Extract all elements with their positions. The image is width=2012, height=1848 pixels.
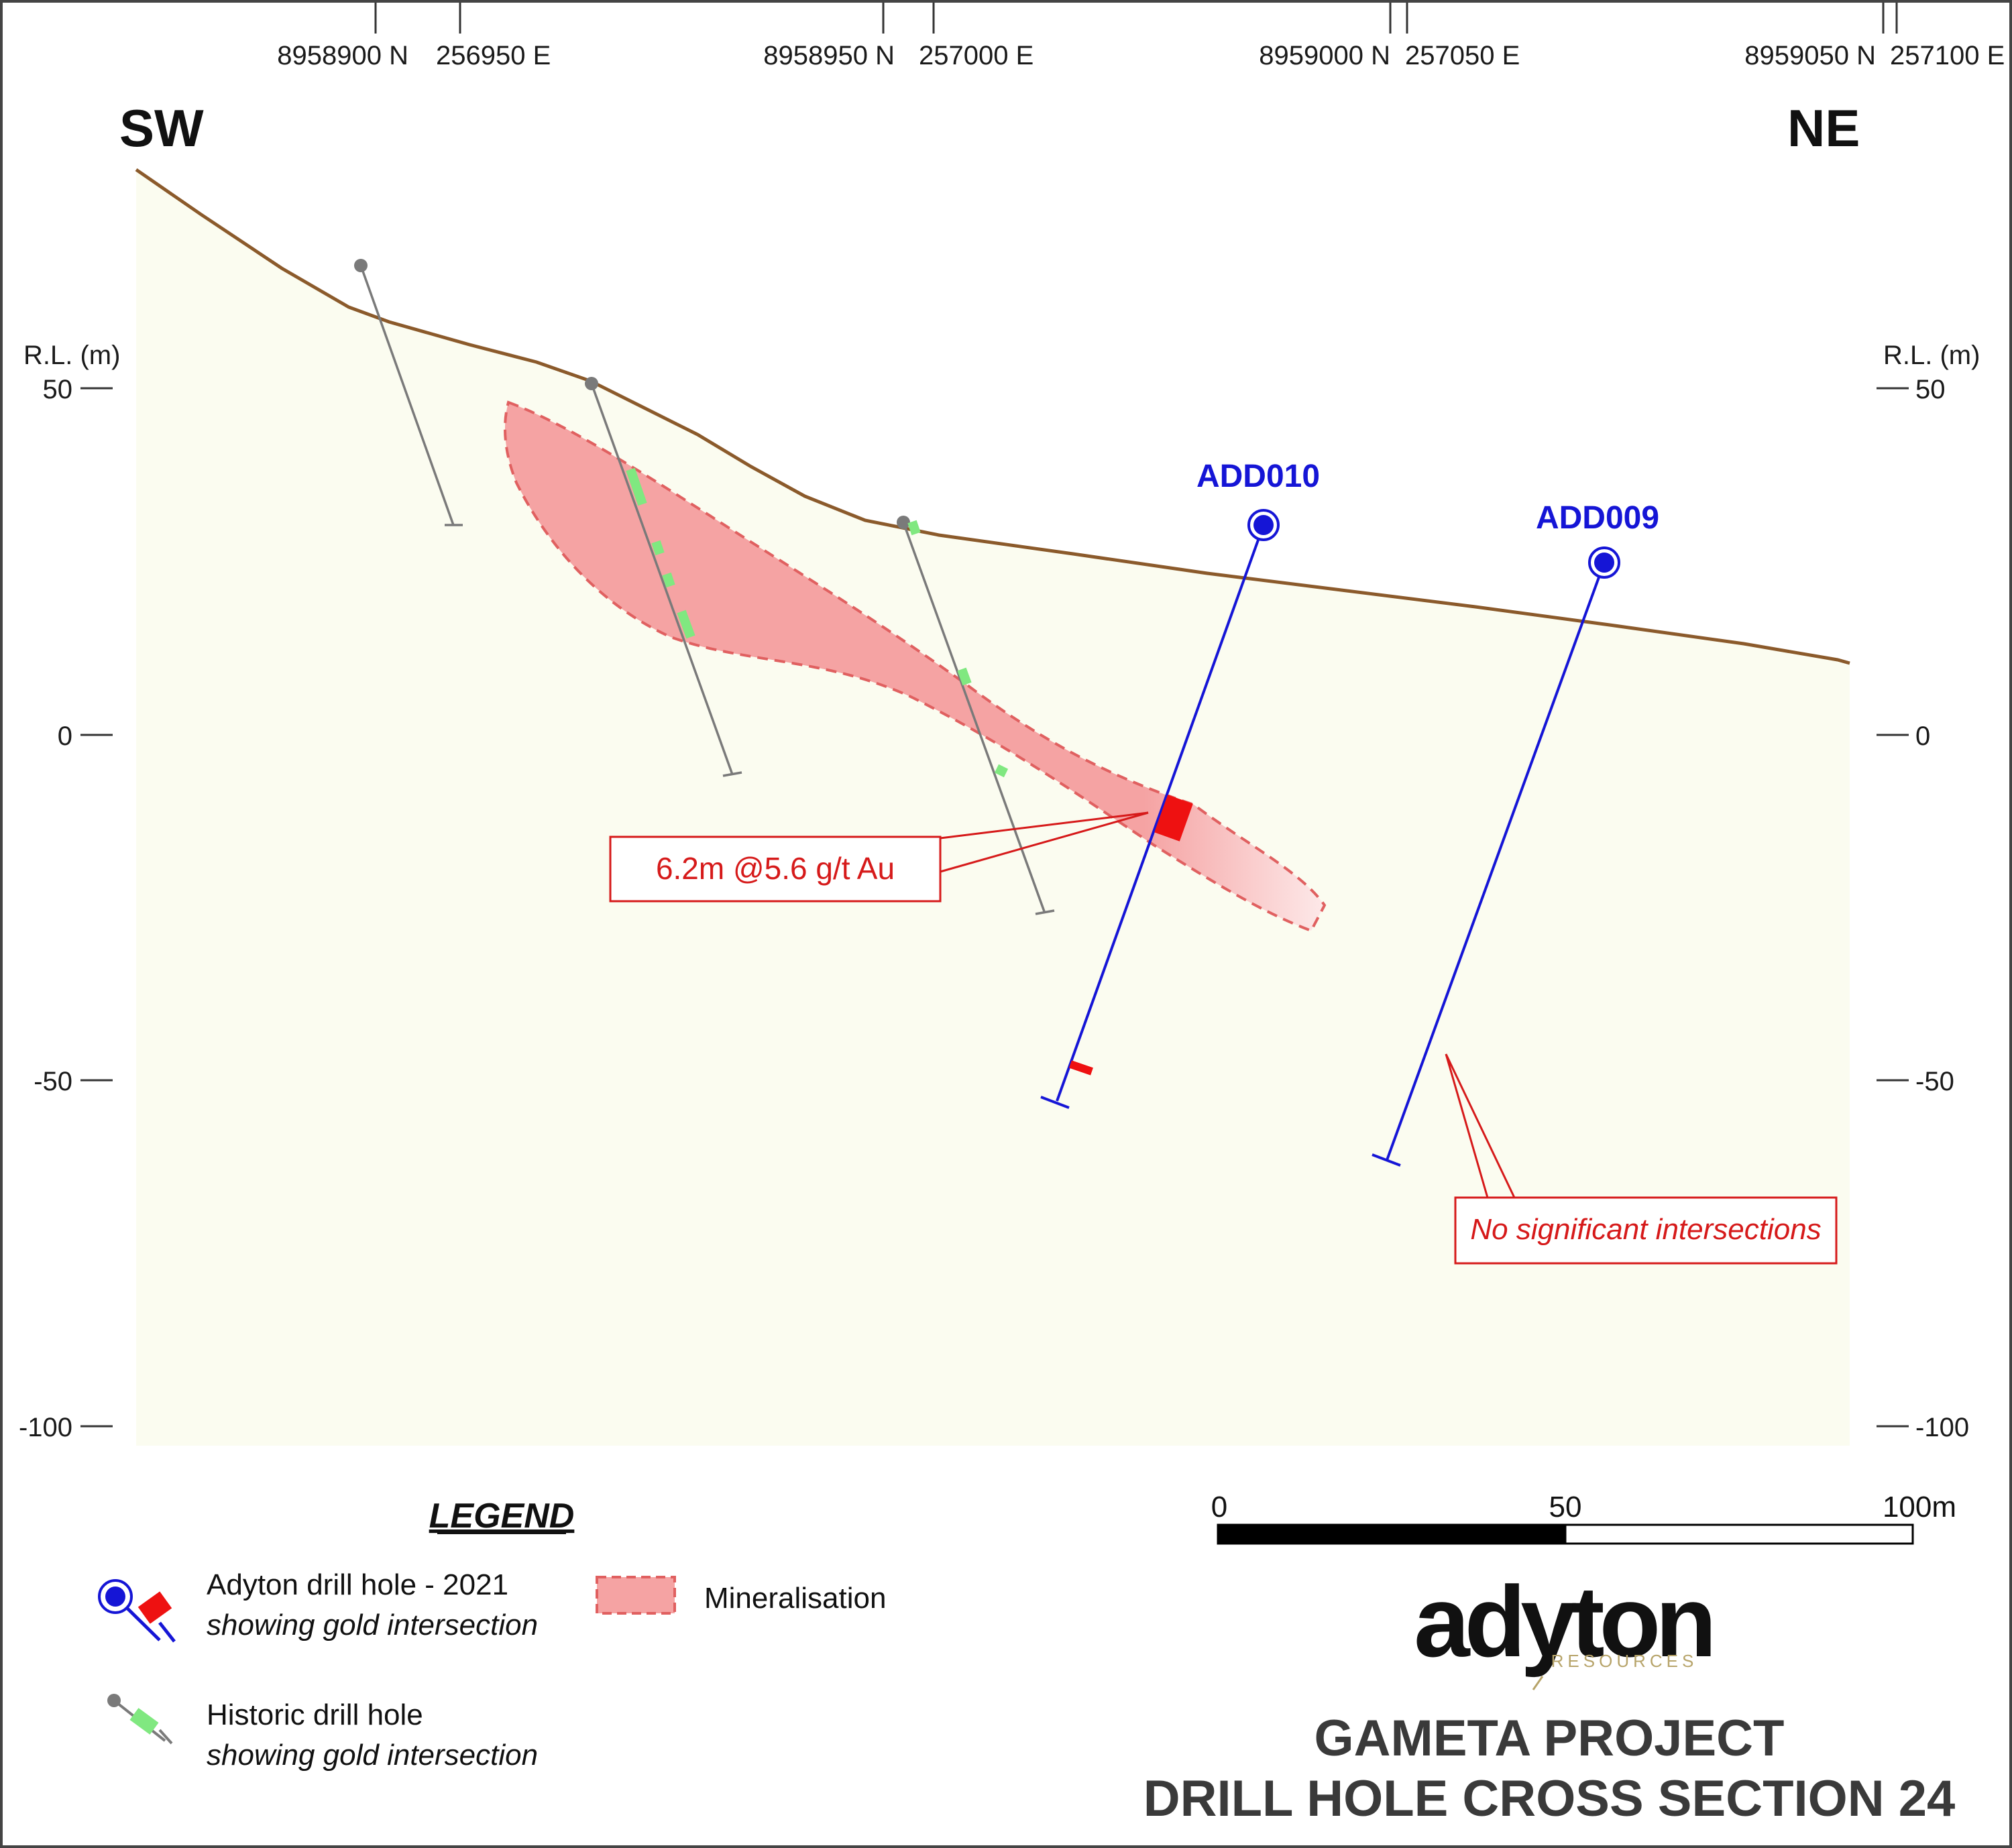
no-intersection-callout-leader — [1445, 1053, 1516, 1198]
legend-mineralisation-swatch — [596, 1576, 676, 1615]
right-axis-title: R.L. (m) — [1883, 341, 1980, 370]
add009-label: ADD009 — [1536, 500, 1659, 536]
coordinate-ticks — [374, 3, 1898, 34]
add010-collar — [1253, 515, 1274, 535]
legend-title: LEGEND — [429, 1497, 575, 1536]
intersection-callout-box — [609, 835, 942, 903]
title-line1: GAMETA PROJECT — [1315, 1710, 1785, 1767]
legend-historic-line1: Historic drill hole — [207, 1698, 423, 1731]
coord-label: 257100 E — [1890, 41, 2005, 70]
rl-right-label: -100 — [1915, 1413, 1969, 1442]
historic-collar — [354, 259, 368, 272]
coord-label: 8958950 N — [763, 41, 895, 70]
mineralisation-zone — [504, 400, 1327, 933]
no-intersection-callout-box — [1454, 1196, 1838, 1265]
legend-historic-line2: showing gold intersection — [207, 1739, 538, 1772]
legend-mineralisation-label: Mineralisation — [704, 1582, 886, 1615]
scale-label-start: 0 — [1211, 1491, 1227, 1523]
title-line2: DRILL HOLE CROSS SECTION 24 — [1143, 1770, 1956, 1827]
logo-subtitle: RESOURCES — [1551, 1651, 1698, 1671]
legend-adyton-symbol — [98, 1579, 176, 1643]
coord-label: 8958900 N — [277, 41, 408, 70]
add010-label: ADD010 — [1196, 459, 1320, 494]
add010-drill-trace — [1056, 524, 1265, 1102]
legend-historic-symbol — [107, 1694, 173, 1745]
add010-minor-intersection — [1069, 1060, 1093, 1076]
rl-left-label: -50 — [34, 1067, 72, 1096]
coord-label: 8959000 N — [1259, 41, 1390, 70]
rl-tick-marks — [80, 387, 1909, 1428]
no-intersection-callout-text: No significant intersections — [1470, 1213, 1821, 1246]
intersection-callout-leader — [940, 811, 1149, 873]
add009-collar — [1594, 553, 1614, 573]
rl-left-label: 50 — [43, 375, 73, 404]
add009-end-cap — [1372, 1153, 1401, 1167]
rl-right-label: -50 — [1915, 1067, 1954, 1096]
rl-left-label: -100 — [19, 1413, 72, 1442]
coord-label: 256950 E — [436, 41, 551, 70]
direction-sw: SW — [119, 99, 204, 158]
scale-bar-black — [1217, 1523, 1567, 1545]
intersection-callout-text: 6.2m @5.6 g/t Au — [656, 851, 895, 886]
surface-topography-line — [135, 168, 1850, 665]
historic-collar — [897, 516, 910, 529]
scale-label-end: 100m — [1883, 1491, 1956, 1523]
coord-label: 257000 E — [919, 41, 1033, 70]
rl-left-label: 0 — [58, 721, 72, 751]
add010-end-cap — [1040, 1096, 1070, 1109]
add009-drill-trace — [1386, 562, 1606, 1161]
historic-collar — [585, 377, 598, 390]
rl-right-label: 0 — [1915, 721, 1930, 751]
direction-ne: NE — [1787, 99, 1860, 158]
legend-adyton-line1: Adyton drill hole - 2021 — [207, 1568, 508, 1601]
add010-gold-intersection — [1154, 795, 1193, 842]
scale-label-mid: 50 — [1549, 1491, 1582, 1523]
coord-label: 257050 E — [1405, 41, 1520, 70]
coord-label: 8959050 N — [1744, 41, 1876, 70]
rl-right-label: 50 — [1915, 375, 1946, 404]
historic-gold-intersections — [626, 467, 1009, 778]
logo-slash — [1532, 1676, 1544, 1690]
legend-adyton-line2: showing gold intersection — [207, 1609, 538, 1641]
adyton-logo: adyton — [1414, 1565, 1712, 1678]
left-axis-title: R.L. (m) — [23, 341, 120, 370]
scale-bar-white — [1564, 1523, 1914, 1545]
